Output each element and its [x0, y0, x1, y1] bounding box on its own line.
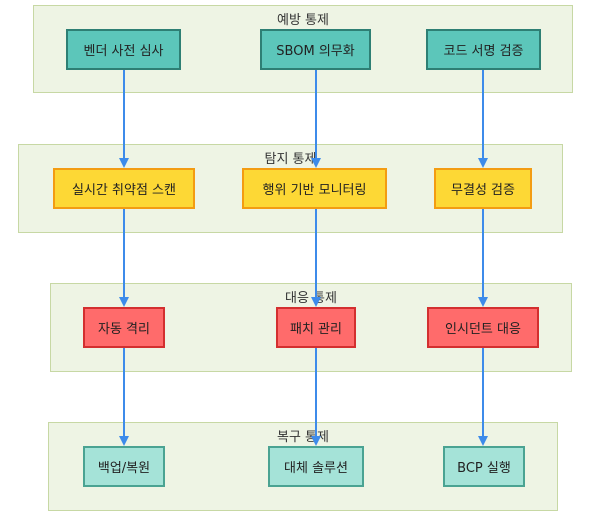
prevention-group-title: 예방 통제 — [277, 13, 329, 28]
node-patch-management: 패치 관리 — [276, 307, 356, 348]
node-incident-response: 인시던트 대응 — [427, 307, 539, 348]
node-integrity-check: 무결성 검증 — [434, 168, 532, 209]
node-backup-restore: 백업/복원 — [83, 446, 165, 487]
node-sbom: SBOM 의무화 — [260, 29, 371, 70]
node-alt-solution: 대체 솔루션 — [268, 446, 364, 487]
detection-group-title: 탐지 통제 — [264, 152, 317, 167]
node-vendor-review: 벤더 사전 심사 — [66, 29, 181, 70]
node-vuln-scan: 실시간 취약점 스캔 — [53, 168, 195, 209]
node-behavior-monitoring: 행위 기반 모니터링 — [242, 168, 387, 209]
response-group-title: 대응 통제 — [285, 291, 337, 306]
node-bcp: BCP 실행 — [443, 446, 525, 487]
node-auto-isolation: 자동 격리 — [83, 307, 165, 348]
node-code-signing: 코드 서명 검증 — [426, 29, 541, 70]
